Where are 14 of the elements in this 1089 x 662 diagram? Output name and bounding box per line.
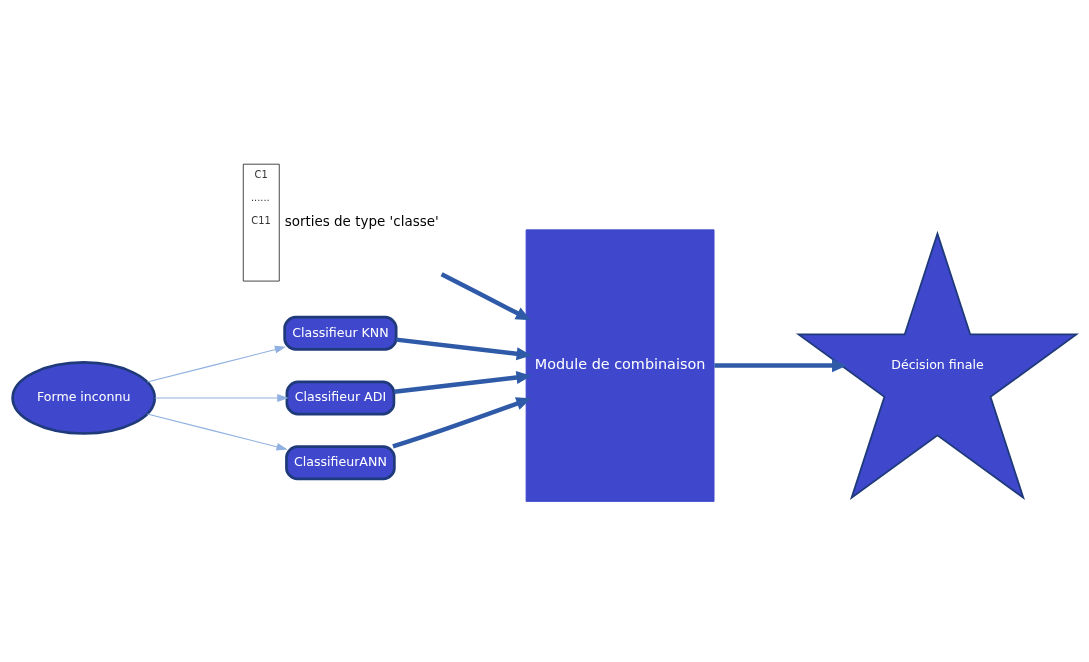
arrow [440,272,531,321]
arrow [146,413,288,451]
node-box: Module de combinaison [525,229,715,502]
arrow [154,394,289,402]
node-ellipse: Forme inconnu [11,361,157,435]
arrow [393,371,532,395]
node-box: Classifieur ADI [285,380,396,416]
node-box: Classifieur KNN [283,315,398,351]
node-label: sorties de type 'classe' [284,212,439,229]
arrow [714,359,848,373]
node-box: ClassifieurANN [285,445,396,481]
arrow [395,337,532,361]
arrow [392,397,532,449]
arrow [146,345,286,383]
